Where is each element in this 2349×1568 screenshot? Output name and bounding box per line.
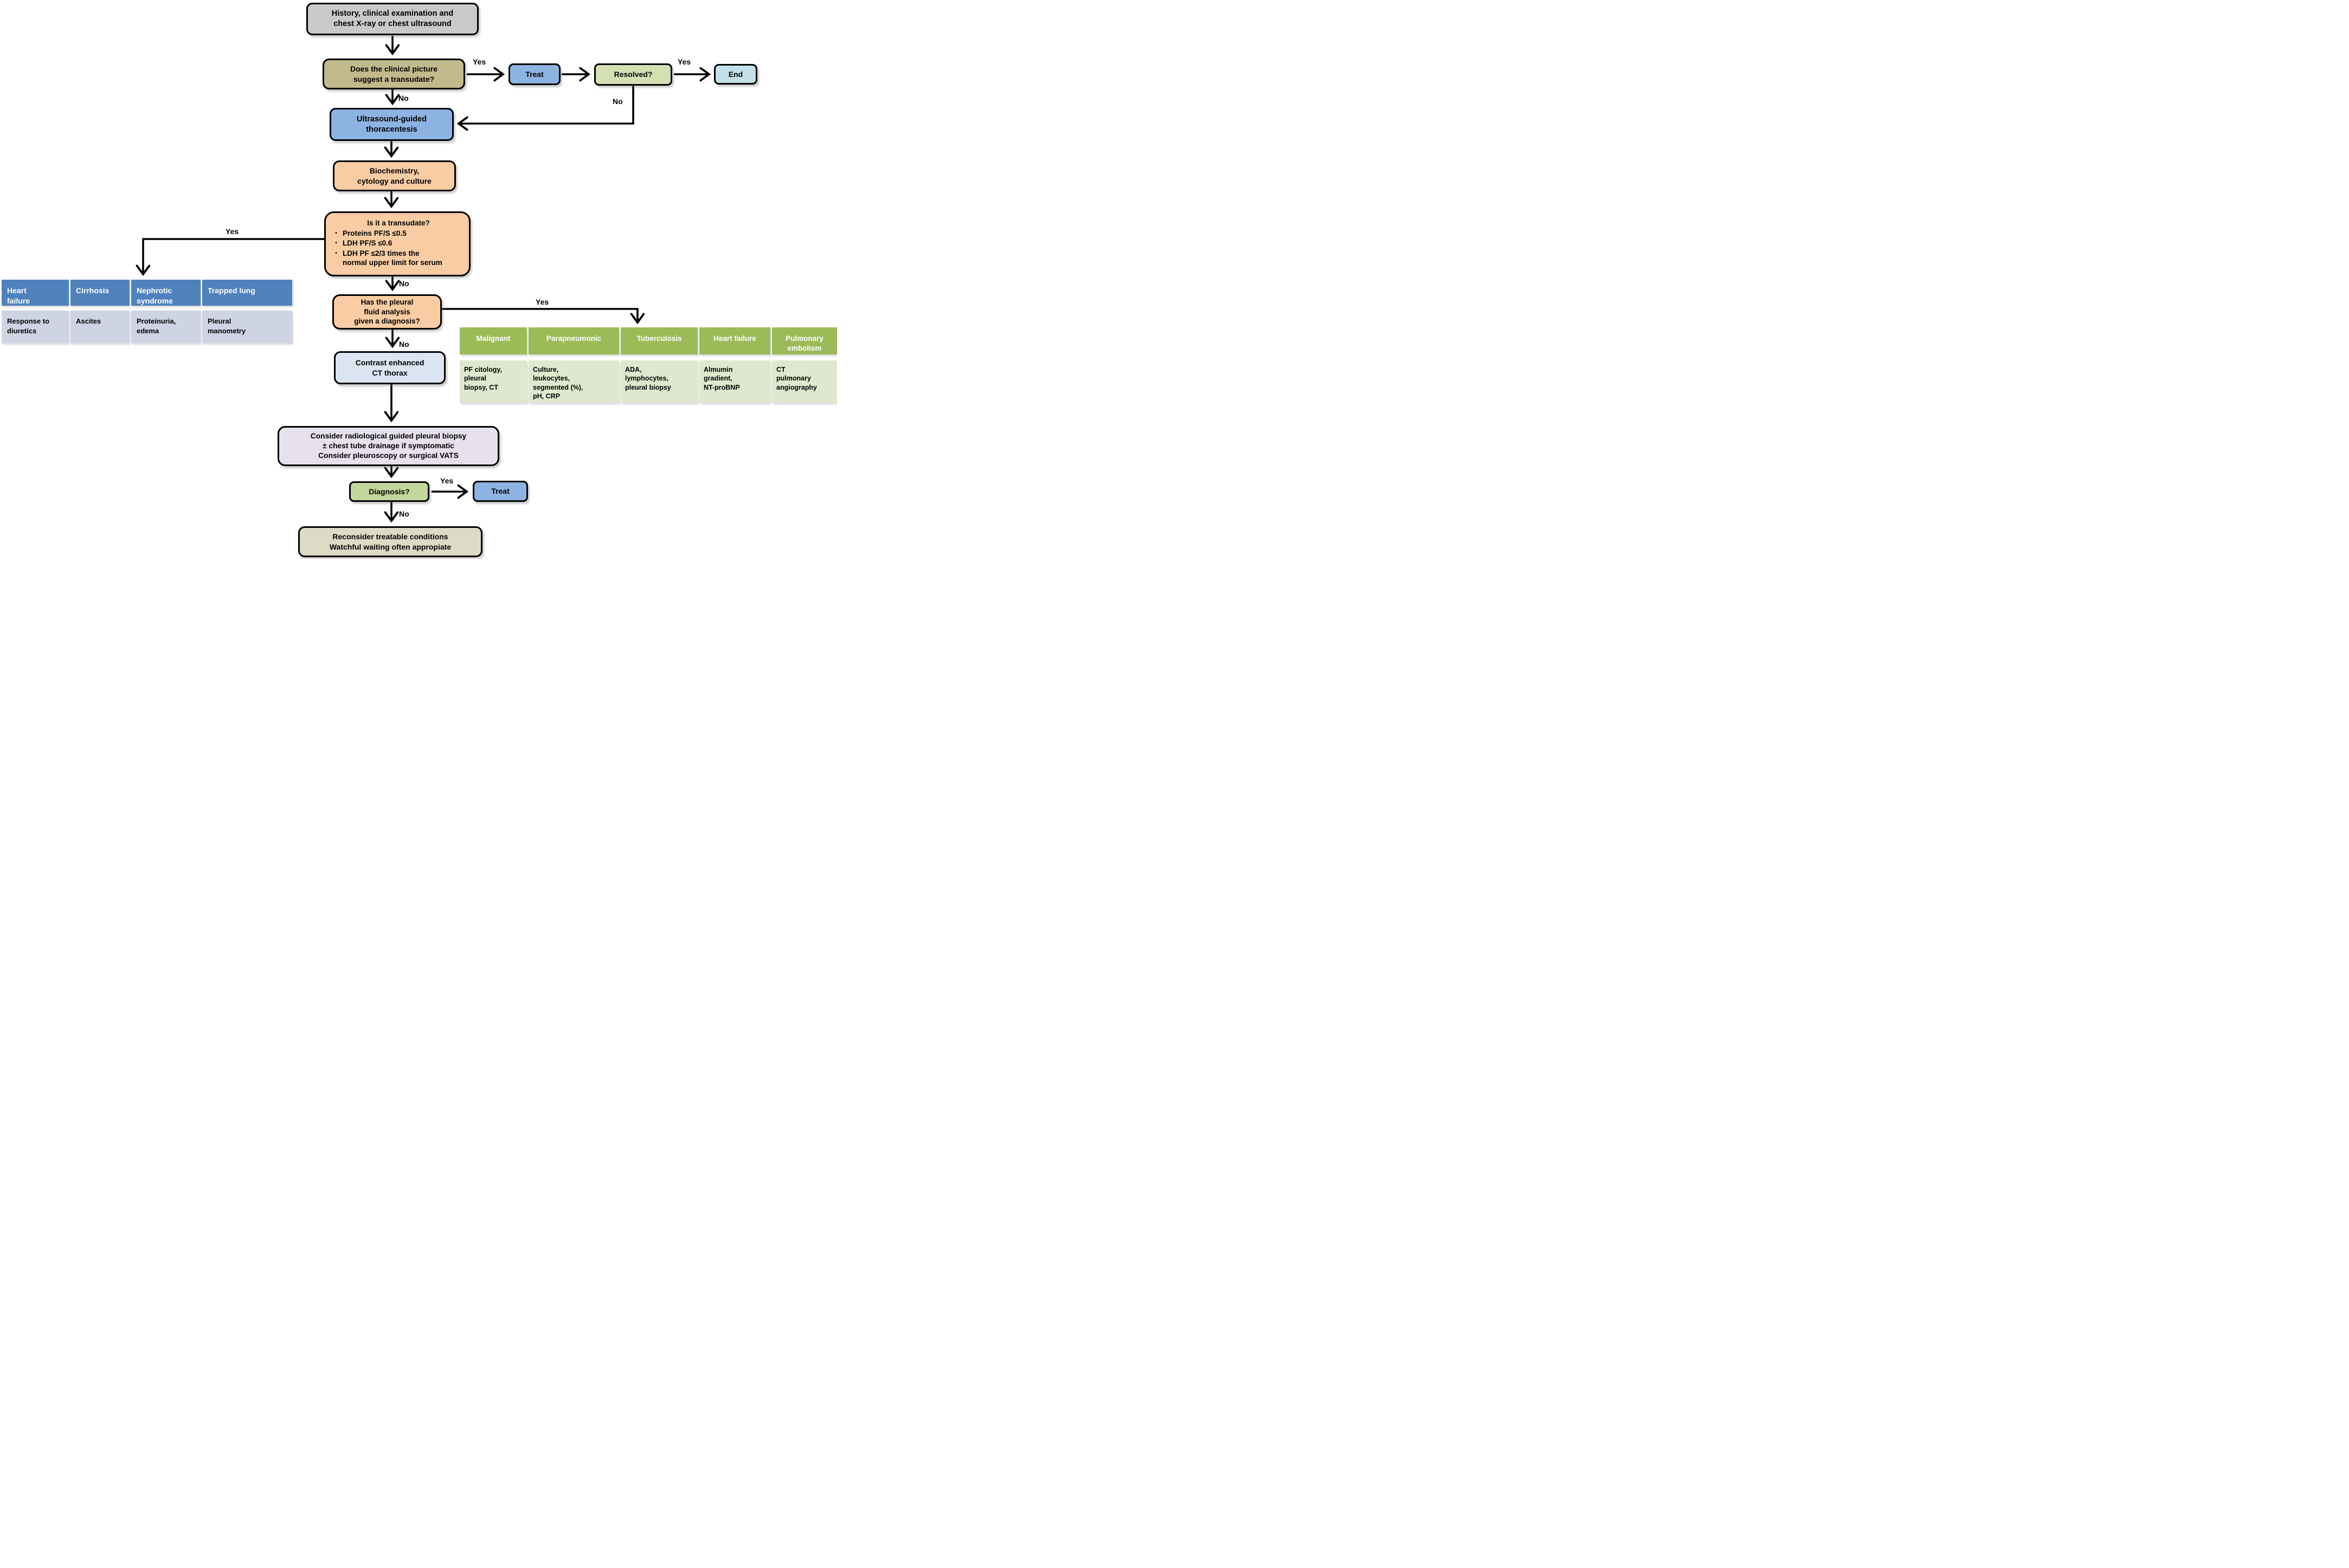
clinical-no-label: No bbox=[398, 94, 409, 102]
exudate-cell-pulmonary-embolism: CT pulmonary angiography bbox=[772, 360, 837, 403]
contrast-ct-text: Contrast enhanced CT thorax bbox=[355, 358, 424, 377]
resolved-box: Resolved? bbox=[594, 63, 672, 86]
exudate-header-tuberculosis: Tuberculosis bbox=[621, 327, 698, 354]
criteria-bullet-3: • LDH PF ≤2/3 times the normal upper lim… bbox=[333, 249, 464, 268]
reconsider-box: Reconsider treatable conditions Watchful… bbox=[298, 526, 482, 557]
exudate-header-heart-failure: Heart failure bbox=[699, 327, 770, 354]
edge-criteria-yes-to-transudate-table bbox=[143, 238, 324, 274]
transudate-cell-heart-failure: Response to diuretics bbox=[2, 311, 69, 343]
contrast-ct-box: Contrast enhanced CT thorax bbox=[334, 351, 446, 384]
edge-pleural-yes-to-exudate-table bbox=[442, 308, 638, 322]
exudate-header-malignant: Malignant bbox=[460, 327, 527, 354]
clinical-question-box: Does the clinical picture suggest a tran… bbox=[323, 59, 465, 89]
consider-biopsy-text: Consider radiological guided pleural bio… bbox=[310, 432, 467, 460]
exudate-cell-tuberculosis: ADA, lymphocytes, pleural biopsy bbox=[621, 360, 698, 403]
diagnosis-question-box: Diagnosis? bbox=[349, 481, 429, 502]
consider-biopsy-box: Consider radiological guided pleural bio… bbox=[278, 426, 499, 466]
exudate-cell-malignant: PF citology, pleural biopsy, CT bbox=[460, 360, 527, 403]
treat-top-text: Treat bbox=[525, 69, 544, 79]
pleural-question-box: Has the pleural fluid analysis given a d… bbox=[332, 294, 442, 330]
diagnosis-question-text: Diagnosis? bbox=[369, 487, 410, 496]
biochemistry-text: Biochemistry, cytology and culture bbox=[357, 166, 432, 185]
treat-bottom-text: Treat bbox=[491, 487, 510, 496]
criteria-yes-label: Yes bbox=[226, 227, 239, 236]
criteria-bullet-1: • Proteins PF/S ≤0.5 bbox=[333, 229, 464, 238]
bullet-icon: • bbox=[335, 250, 337, 256]
history-box: History, clinical examination and chest … bbox=[306, 3, 479, 35]
resolved-text: Resolved? bbox=[614, 70, 653, 79]
history-text: History, clinical examination and chest … bbox=[331, 9, 454, 28]
reconsider-text: Reconsider treatable conditions Watchful… bbox=[329, 532, 452, 551]
transudate-header-heart-failure: Heart failure bbox=[2, 280, 69, 306]
resolved-no-label: No bbox=[613, 97, 623, 106]
transudate-cell-nephrotic: Proteinuria, edema bbox=[131, 311, 201, 343]
exudate-header-parapneumonic: Parapneumonic bbox=[529, 327, 619, 354]
biochemistry-box: Biochemistry, cytology and culture bbox=[333, 160, 456, 191]
transudate-criteria-box: Is it a transudate? • Proteins PF/S ≤0.5… bbox=[324, 211, 471, 276]
transudate-header-nephrotic: Nephrotic syndrome bbox=[131, 280, 201, 306]
criteria-no-label: No bbox=[399, 279, 409, 288]
diagnosis-yes-label: Yes bbox=[440, 476, 454, 485]
criteria-bullet-2: • LDH PF/S ≤0.6 bbox=[333, 238, 464, 248]
diagnosis-no-label: No bbox=[399, 509, 409, 518]
transudate-criteria-content: Is it a transudate? • Proteins PF/S ≤0.5… bbox=[326, 213, 469, 272]
exudate-cell-heart-failure: Almumin gradient, NT-proBNP bbox=[699, 360, 770, 403]
pleural-question-text: Has the pleural fluid analysis given a d… bbox=[354, 298, 420, 326]
clinical-yes-label: Yes bbox=[473, 57, 486, 66]
criteria-title: Is it a transudate? bbox=[367, 219, 430, 227]
bullet-icon: • bbox=[335, 230, 337, 236]
thoracentesis-box: Ultrasound-guided thoracentesis bbox=[330, 108, 454, 141]
transudate-header-trapped-lung: Trapped lung bbox=[202, 280, 292, 306]
pleural-no-label: No bbox=[399, 340, 409, 349]
exudate-cell-parapneumonic: Culture, leukocytes, segmented (%), pH, … bbox=[529, 360, 619, 403]
edge-resolved-no-to-thoracentesis bbox=[459, 86, 634, 124]
treat-top-box: Treat bbox=[509, 63, 561, 85]
flowchart-pleural-effusion: History, clinical examination and chest … bbox=[0, 0, 837, 559]
transudate-cell-trapped-lung: Pleural manometry bbox=[202, 311, 292, 343]
thoracentesis-text: Ultrasound-guided thoracentesis bbox=[357, 114, 427, 134]
end-text: End bbox=[728, 69, 743, 79]
transudate-cell-cirrhosis: Ascites bbox=[70, 311, 130, 343]
end-box: End bbox=[714, 64, 757, 85]
pleural-yes-label: Yes bbox=[536, 298, 549, 306]
treat-bottom-box: Treat bbox=[473, 481, 528, 502]
transudate-header-cirrhosis: Cirrhosis bbox=[70, 280, 130, 306]
resolved-yes-label: Yes bbox=[678, 57, 691, 66]
exudate-header-pulmonary-embolism: Pulmonary embolism bbox=[772, 327, 837, 354]
clinical-question-text: Does the clinical picture suggest a tran… bbox=[350, 64, 438, 83]
bullet-icon: • bbox=[335, 240, 337, 247]
